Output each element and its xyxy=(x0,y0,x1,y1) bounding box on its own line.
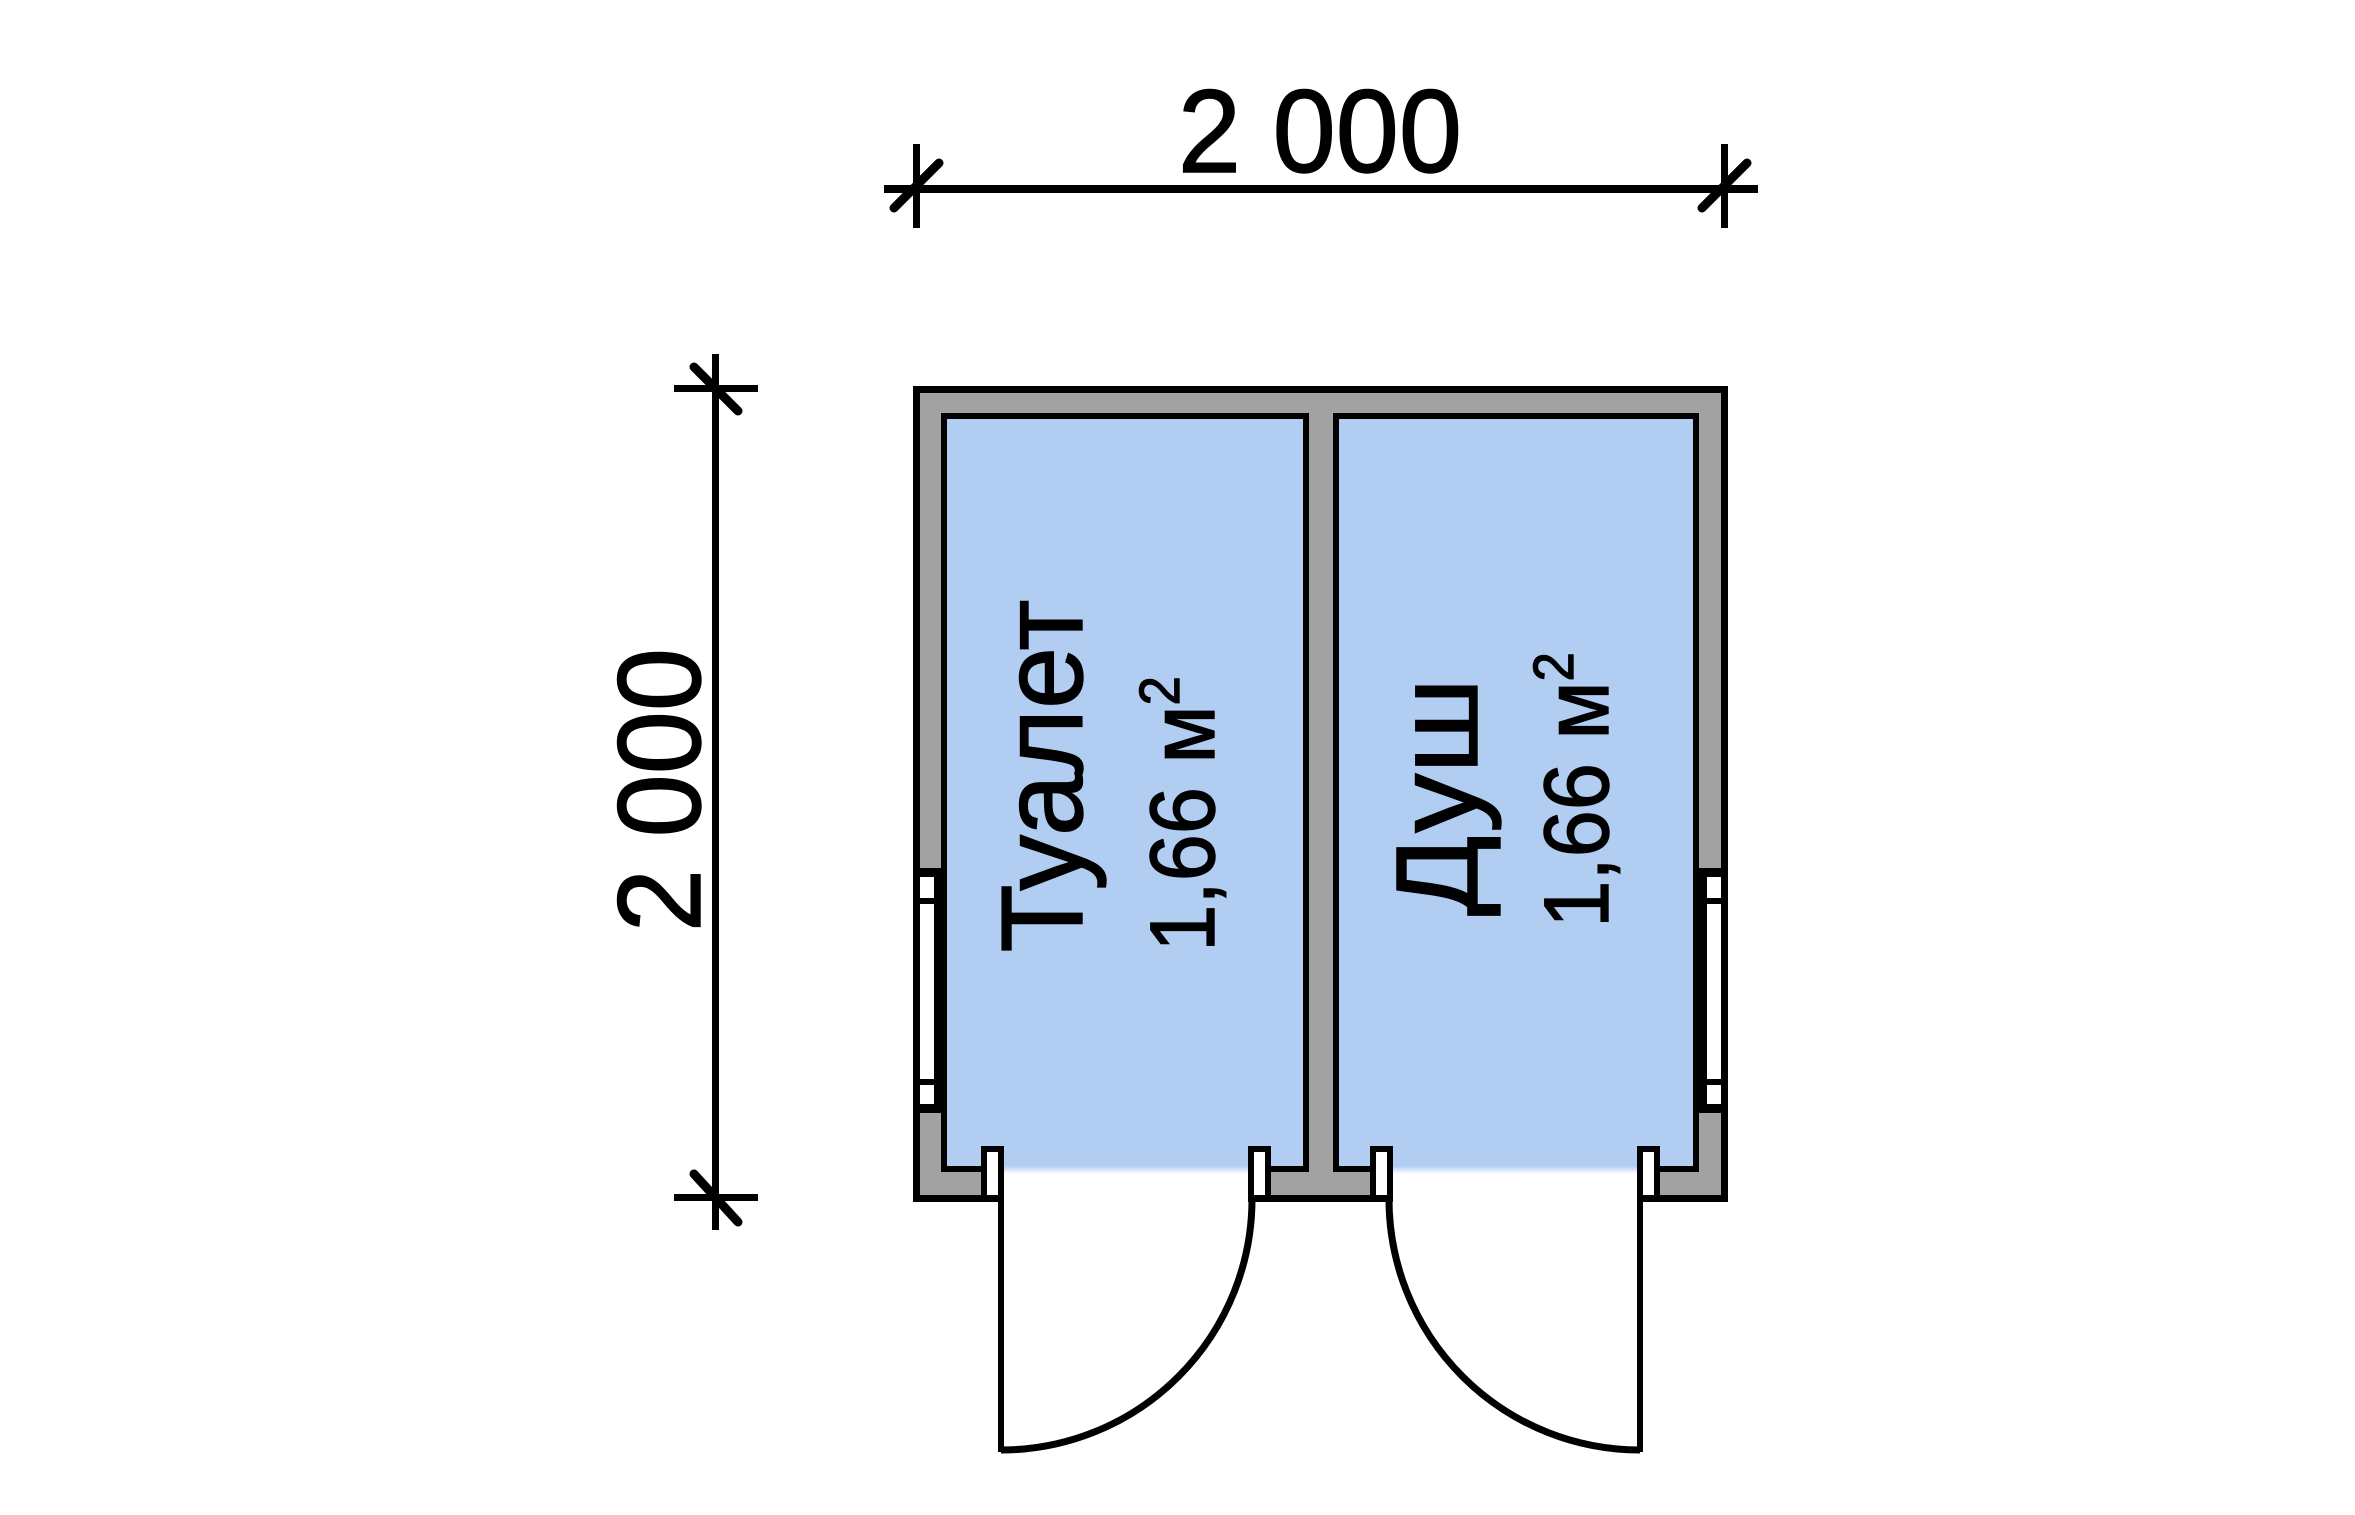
svg-text:Душ: Душ xyxy=(1372,678,1501,916)
svg-text:Туалет: Туалет xyxy=(978,599,1107,952)
svg-text:1,66 м2: 1,66 м2 xyxy=(1521,652,1628,928)
svg-text:2 000: 2 000 xyxy=(593,648,725,932)
svg-text:2 000: 2 000 xyxy=(1178,65,1462,197)
svg-text:1,66 м2: 1,66 м2 xyxy=(1127,676,1234,952)
